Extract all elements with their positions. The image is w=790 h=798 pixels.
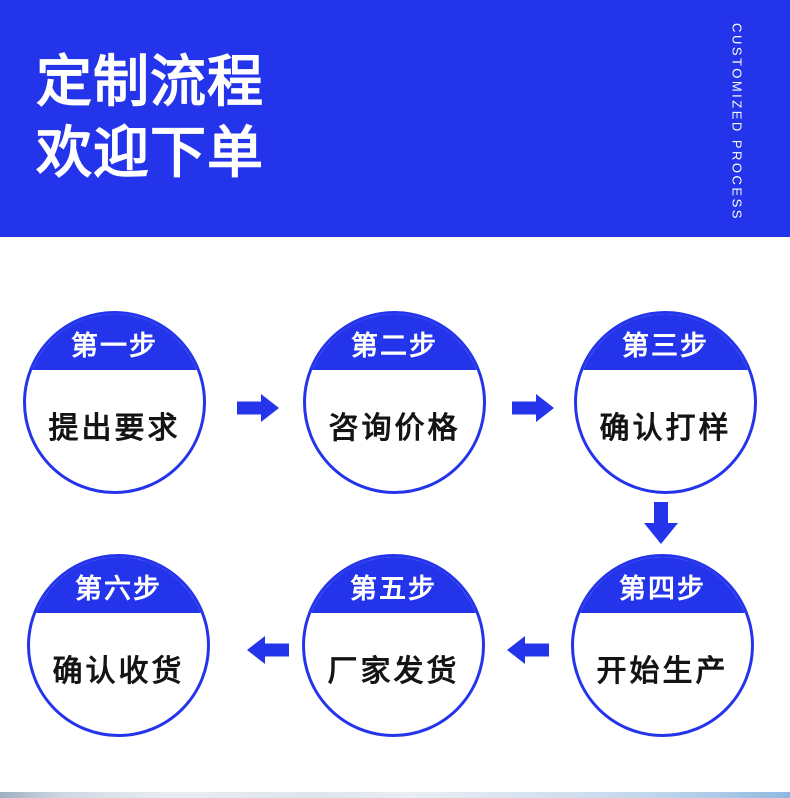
- step-1-text: 提出要求: [48, 412, 181, 445]
- step-2-badge: 第二步: [306, 314, 483, 370]
- step-circle-5: 第五步 厂家发货: [302, 554, 485, 737]
- arrow-left-icon: [507, 636, 549, 664]
- step-1-badge: 第一步: [26, 314, 203, 370]
- step-2-text: 咨询价格: [328, 412, 461, 445]
- step-4-label: 第四步: [619, 574, 706, 604]
- step-6-badge: 第六步: [30, 557, 207, 613]
- arrow-down-icon: [644, 502, 678, 544]
- page-title-line2: 欢迎下单: [36, 121, 264, 184]
- next-section-edge: [0, 792, 790, 798]
- step-3-badge: 第三步: [577, 314, 754, 370]
- step-5-text: 厂家发货: [327, 655, 460, 688]
- side-label-vertical: CUSTOMIZED PROCESS: [729, 23, 745, 221]
- step-4-text: 开始生产: [596, 655, 729, 688]
- step-4-badge: 第四步: [574, 557, 751, 613]
- step-2-label: 第二步: [351, 331, 438, 361]
- step-circle-2: 第二步 咨询价格: [303, 311, 486, 494]
- step-1-label: 第一步: [71, 331, 158, 361]
- step-circle-3: 第三步 确认打样: [574, 311, 757, 494]
- header-banner: 定制流程欢迎下单 CUSTOMIZED PROCESS: [0, 0, 790, 237]
- arrow-right-icon: [237, 394, 279, 422]
- step-5-badge: 第五步: [305, 557, 482, 613]
- step-6-label: 第六步: [75, 574, 162, 604]
- page-title-line1: 定制流程: [36, 50, 264, 113]
- arrow-right-icon: [512, 394, 554, 422]
- step-6-text: 确认收货: [52, 655, 185, 688]
- step-circle-6: 第六步 确认收货: [27, 554, 210, 737]
- step-3-text: 确认打样: [599, 412, 732, 445]
- arrow-left-icon: [247, 636, 289, 664]
- step-3-label: 第三步: [622, 331, 709, 361]
- step-circle-4: 第四步 开始生产: [571, 554, 754, 737]
- step-circle-1: 第一步 提出要求: [23, 311, 206, 494]
- page-title: 定制流程欢迎下单: [36, 46, 264, 188]
- step-5-label: 第五步: [350, 574, 437, 604]
